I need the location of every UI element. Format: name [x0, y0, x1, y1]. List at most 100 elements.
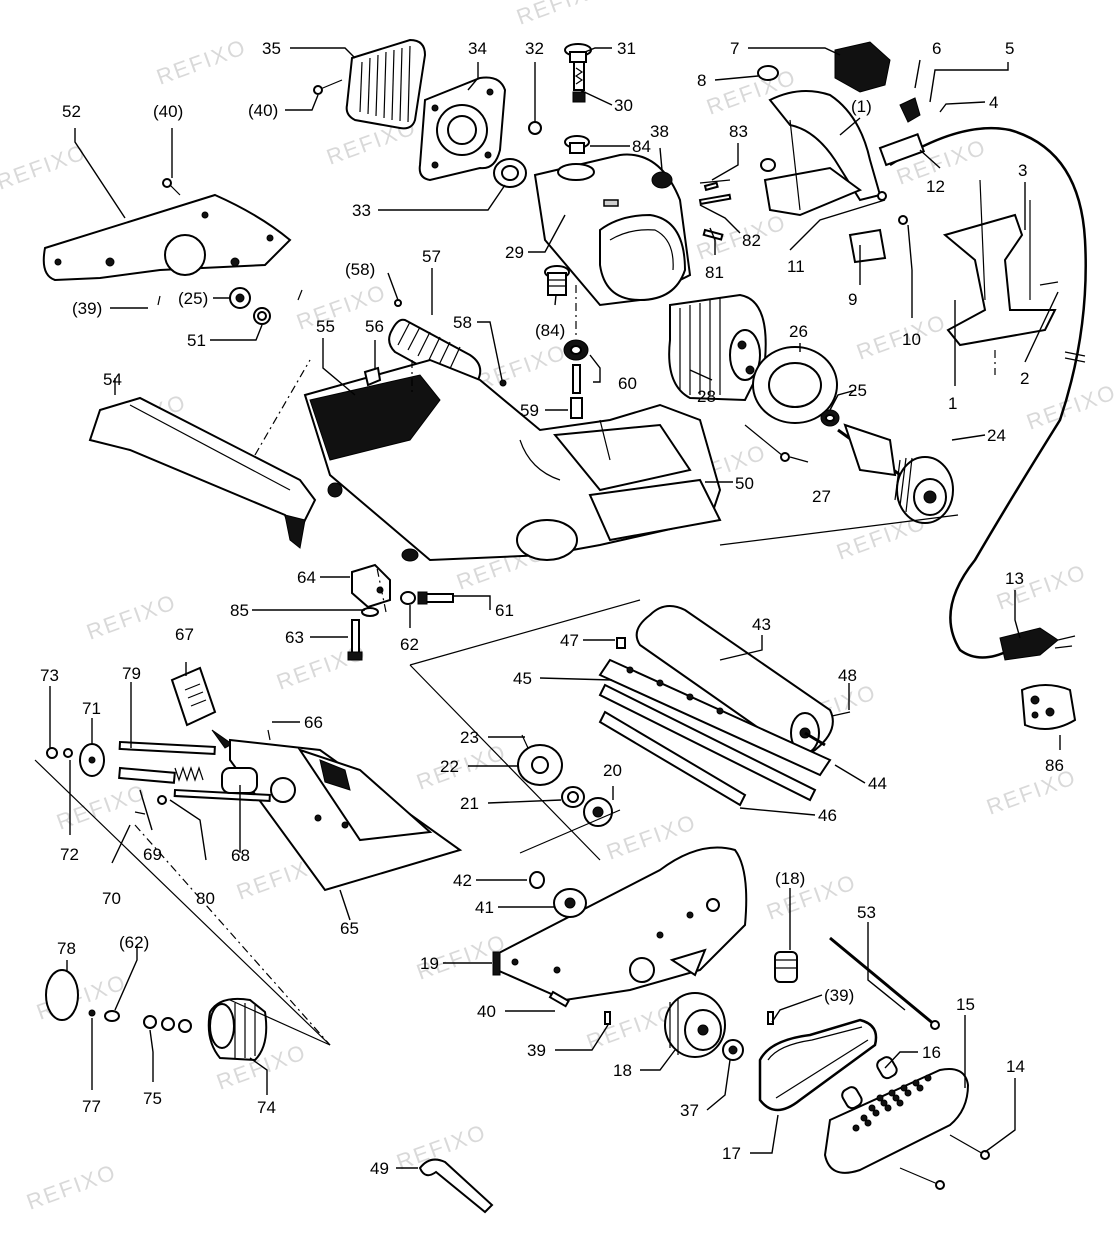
callout-label: 81	[705, 263, 724, 282]
side-cover-54	[88, 396, 317, 549]
callout-label: 1	[948, 394, 957, 413]
watermark: REFIXO	[513, 0, 610, 30]
watermark: REFIXO	[983, 764, 1080, 820]
end-plate-52	[42, 178, 303, 306]
callout-label: 6	[932, 39, 941, 58]
callout-label: (18)	[775, 869, 805, 888]
guide-fence-65	[229, 729, 463, 892]
callout-label: 47	[560, 631, 579, 650]
label-card-67	[170, 666, 233, 749]
callout-label: 3	[1018, 161, 1027, 180]
callout-label: 78	[57, 939, 76, 958]
callout-label: 63	[285, 628, 304, 647]
callout-label: 26	[789, 322, 808, 341]
callout-label: 52	[62, 102, 81, 121]
callout-label: (40)	[153, 102, 183, 121]
callout-label: 35	[262, 39, 281, 58]
callout-label: 45	[513, 669, 532, 688]
callout-labels: 35 34 32 31 7 6 5 8 30 4 (40) (40) 52 84…	[40, 39, 1064, 1178]
callout-label: 74	[257, 1098, 276, 1117]
washer-26	[744, 346, 840, 462]
callout-label: 79	[122, 664, 141, 683]
brush-assembly	[528, 43, 592, 154]
pulley-parts-20-22	[517, 734, 613, 827]
handle-1	[757, 41, 921, 217]
belt-cover-15	[823, 1068, 990, 1190]
callout-label: 66	[304, 713, 323, 732]
stator-28	[668, 293, 767, 402]
knob-assembly-74	[45, 969, 268, 1062]
callout-label: 30	[614, 96, 633, 115]
belt-17	[758, 1018, 878, 1112]
callout-label: 54	[103, 370, 122, 389]
callout-label: 9	[848, 290, 857, 309]
callout-label: 7	[730, 39, 739, 58]
callout-label: 53	[857, 903, 876, 922]
callout-label: (58)	[345, 260, 375, 279]
callout-label: 11	[787, 257, 805, 276]
callout-label: 71	[82, 699, 101, 718]
callout-label: 18	[613, 1061, 632, 1080]
callout-label: (62)	[119, 933, 149, 952]
callout-label: 72	[60, 845, 79, 864]
wrench-49	[418, 1158, 494, 1214]
watermark: REFIXO	[1023, 379, 1120, 435]
callout-label: 2	[1020, 369, 1029, 388]
callout-label: 13	[1005, 569, 1024, 588]
callout-label: 5	[1005, 39, 1014, 58]
callout-label: 56	[365, 317, 384, 336]
callout-label: 27	[812, 487, 831, 506]
part-drawings	[34, 38, 1087, 1214]
callout-label: 17	[722, 1144, 741, 1163]
callout-label: 73	[40, 666, 59, 685]
callout-label: 40	[477, 1002, 496, 1021]
callout-label: (1)	[851, 97, 872, 116]
callout-label: 70	[102, 889, 121, 908]
callout-label: (25)	[178, 289, 208, 308]
callout-label: (84)	[535, 321, 565, 340]
spacers-16	[841, 1056, 898, 1110]
callout-label: 25	[848, 381, 867, 400]
callout-label: 34	[468, 39, 487, 58]
callout-label: 37	[680, 1101, 699, 1120]
callout-label: 67	[175, 625, 194, 644]
flange-plate-34	[418, 76, 507, 182]
plug-86	[1020, 684, 1077, 730]
bearing-60	[563, 339, 589, 419]
callout-label: 39	[527, 1041, 546, 1060]
callout-label: 59	[520, 401, 539, 420]
knob-38	[651, 171, 673, 189]
callout-label: 85	[230, 601, 249, 620]
callout-label: 57	[422, 247, 441, 266]
callout-label: 83	[729, 122, 748, 141]
callout-label: 44	[868, 774, 887, 793]
callout-label: 41	[475, 898, 494, 917]
handle-half-1	[848, 179, 1059, 347]
leader-lines	[49, 47, 1061, 1169]
callout-label: 50	[735, 474, 754, 493]
fence-adjust-parts	[46, 740, 271, 815]
callout-label: 32	[525, 39, 544, 58]
callout-label: 60	[618, 374, 637, 393]
callout-label: 62	[400, 635, 419, 654]
callout-label: 75	[143, 1089, 162, 1108]
callout-label: 82	[742, 231, 761, 250]
callout-label: 86	[1045, 756, 1064, 775]
callout-label: 80	[196, 889, 215, 908]
callout-label: 38	[650, 122, 669, 141]
belt-housing-19	[492, 846, 748, 1025]
bearing-25-51	[229, 287, 271, 325]
callout-label: 22	[440, 757, 459, 776]
callout-label: 14	[1006, 1057, 1025, 1076]
callout-label: 28	[697, 387, 716, 406]
watermark: REFIXO	[153, 34, 250, 90]
callout-label: (39)	[72, 299, 102, 318]
cutter-drum-43	[598, 605, 851, 807]
power-cable-12	[878, 126, 1087, 661]
spindle-18	[767, 936, 940, 1030]
callout-label: 16	[922, 1043, 941, 1062]
callout-label: (39)	[824, 986, 854, 1005]
base-housing-50	[303, 358, 722, 562]
callout-label: 77	[82, 1097, 101, 1116]
watermark: REFIXO	[23, 1159, 120, 1215]
